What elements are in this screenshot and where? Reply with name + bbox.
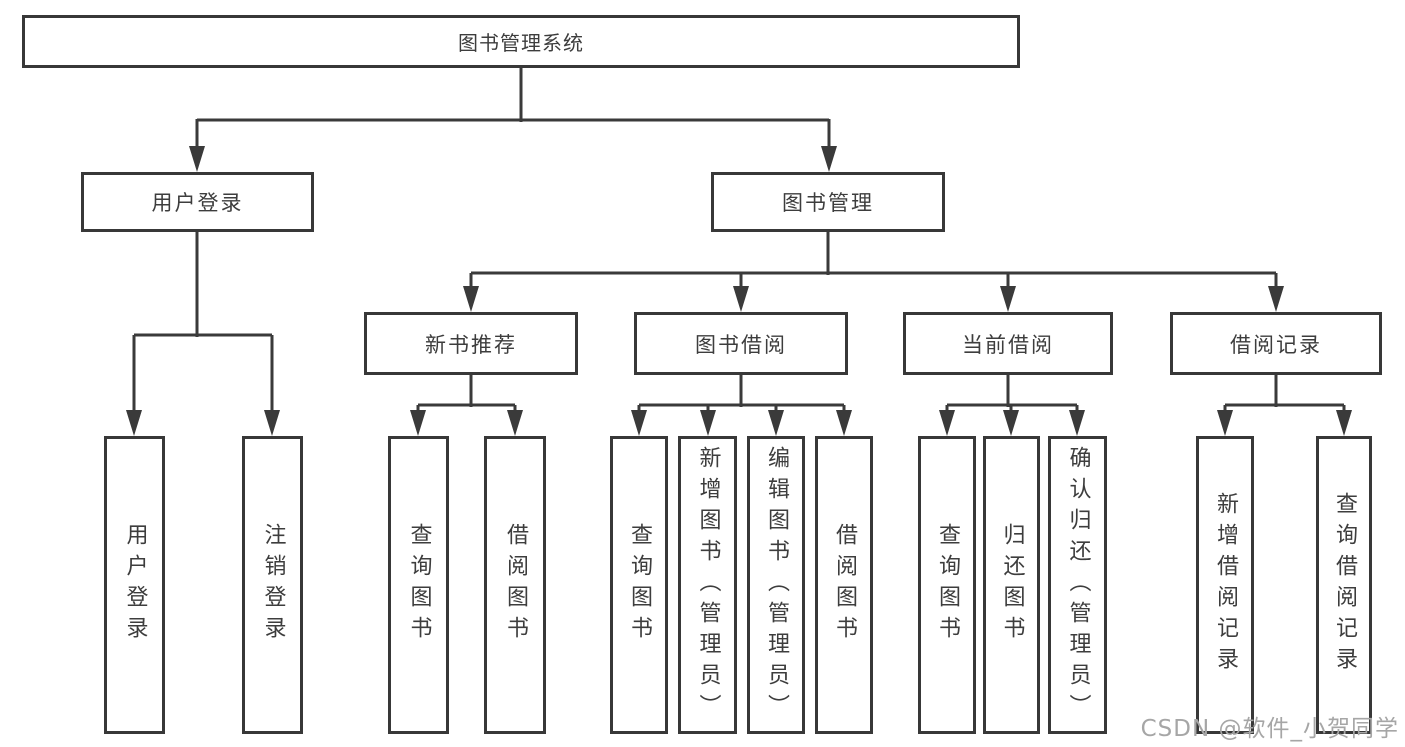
csdn-watermark: CSDN @软件_小贺同学 [1140, 716, 1399, 742]
leaf-query-books-1: 查询图书 [388, 436, 449, 734]
node-label: 用户登录 [151, 191, 244, 215]
leaf-user-login: 用户登录 [104, 436, 165, 734]
leaf-confirm-return-admin: 确认归还（管理员） [1048, 436, 1107, 734]
node-label: 新增借阅记录 [1213, 492, 1238, 678]
leaf-query-books-2: 查询图书 [610, 436, 668, 734]
node-borrowing-records: 借阅记录 [1170, 312, 1382, 375]
node-label: 注销登录 [260, 523, 286, 647]
leaf-return-books: 归还图书 [983, 436, 1040, 734]
node-new-book-recommendation: 新书推荐 [364, 312, 578, 375]
leaf-borrow-books-1: 借阅图书 [484, 436, 546, 734]
node-label: 编辑图书（管理员） [764, 445, 789, 725]
node-label: 查询图书 [406, 523, 432, 647]
node-label: 图书借阅 [695, 332, 787, 357]
node-label: 借阅记录 [1230, 332, 1322, 357]
node-library-management-system: 图书管理系统 [22, 15, 1020, 68]
node-label: 新增图书（管理员） [695, 445, 721, 725]
leaf-logout: 注销登录 [242, 436, 303, 734]
leaf-query-books-3: 查询图书 [918, 436, 976, 734]
node-label: 图书管理 [782, 191, 874, 215]
node-label: 查询图书 [627, 523, 652, 647]
node-label: 查询借阅记录 [1332, 492, 1357, 678]
leaf-edit-books-admin: 编辑图书（管理员） [747, 436, 805, 734]
node-label: 用户登录 [122, 523, 148, 647]
leaf-borrow-books-2: 借阅图书 [815, 436, 873, 734]
leaf-query-borrow-record: 查询借阅记录 [1316, 436, 1372, 734]
node-label: 借阅图书 [832, 523, 857, 647]
leaf-add-books-admin: 新增图书（管理员） [678, 436, 737, 734]
node-label: 确认归还（管理员） [1065, 445, 1091, 725]
node-label: 图书管理系统 [458, 31, 584, 55]
node-book-management: 图书管理 [711, 172, 945, 232]
node-label: 当前借阅 [962, 332, 1054, 357]
node-label: 查询图书 [935, 523, 960, 647]
node-book-borrowing: 图书借阅 [634, 312, 848, 375]
node-label: 借阅图书 [503, 523, 528, 647]
node-label: 新书推荐 [425, 332, 517, 357]
node-user-login: 用户登录 [81, 172, 314, 232]
node-current-borrowing: 当前借阅 [903, 312, 1113, 375]
node-label: 归还图书 [999, 523, 1025, 647]
leaf-add-borrow-record: 新增借阅记录 [1196, 436, 1254, 734]
